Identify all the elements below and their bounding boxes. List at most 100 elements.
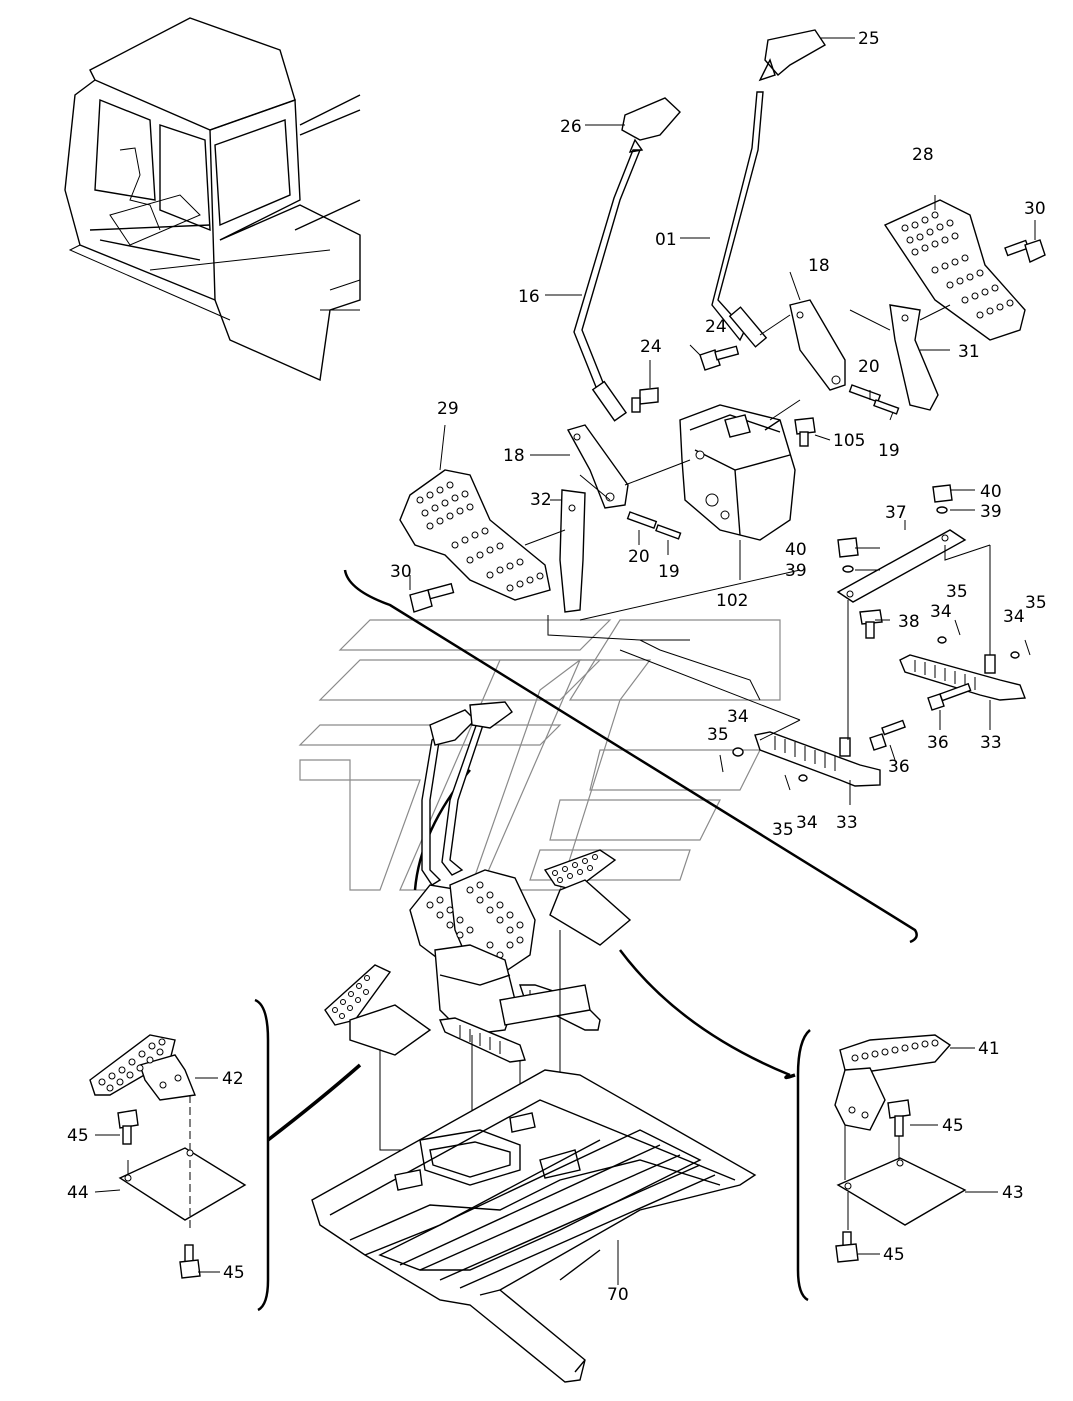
label-45-left-lower: 45 [223, 1263, 245, 1283]
bracket-32 [559, 489, 586, 613]
pins-left [626, 511, 682, 540]
bracket-18-left [566, 424, 629, 509]
label-38: 38 [898, 612, 920, 632]
label-36-right: 36 [927, 733, 949, 753]
washer-39-lower [842, 565, 854, 573]
damper-33-left [754, 731, 881, 787]
label-35-upper-left: 35 [946, 582, 968, 602]
plate-43 [836, 1125, 967, 1230]
pins-right [848, 384, 900, 415]
label-24-center: 24 [705, 317, 727, 337]
label-37: 37 [885, 503, 907, 523]
label-20-right: 20 [858, 357, 880, 377]
bolt-105 [794, 417, 816, 447]
label-30-left: 30 [390, 562, 412, 582]
label-39-lower: 39 [785, 561, 807, 581]
bracket-31 [889, 304, 939, 411]
bracket-18-right [789, 299, 846, 391]
label-32: 32 [530, 490, 552, 510]
label-30-right: 30 [1024, 199, 1046, 219]
pedal-29-holes [416, 481, 544, 592]
label-39-upper: 39 [980, 502, 1002, 522]
lever-01 [711, 91, 768, 348]
label-31: 31 [958, 342, 980, 362]
label-34-upper-right: 34 [1003, 607, 1025, 627]
pedal-42 [89, 1034, 196, 1101]
leader-lines-upper [409, 37, 1036, 805]
label-45-right-upper: 45 [942, 1116, 964, 1136]
label-35-mid: 35 [707, 725, 729, 745]
small-pedal-right-holes [552, 854, 598, 883]
label-18-left: 18 [503, 446, 525, 466]
bolt-36-right [927, 682, 972, 711]
pedal-28-holes [901, 211, 1014, 319]
part-labels: 25 26 28 30 01 18 16 24 31 24 20 29 105 … [67, 29, 1047, 1305]
bolt-24-left [631, 387, 659, 413]
label-35-upper-right: 35 [1025, 593, 1047, 613]
detail-right-bracket [784, 1029, 811, 1302]
label-36-left: 36 [888, 757, 910, 777]
small-pedal-left-holes [332, 975, 370, 1019]
bolt-45-left-upper [117, 1109, 139, 1145]
label-33-left: 33 [836, 813, 858, 833]
label-24-left: 24 [640, 337, 662, 357]
watermark-logo [298, 619, 781, 891]
pedal-28 [883, 199, 1026, 341]
label-35-lower: 35 [772, 820, 794, 840]
bolt-45-right-lower [835, 1231, 859, 1263]
washers-pins-34-35 [719, 619, 1031, 791]
label-43: 43 [1002, 1183, 1024, 1203]
bolt-30-right [1004, 239, 1046, 263]
bolt-45-right-upper [887, 1099, 911, 1160]
label-26: 26 [560, 117, 582, 137]
bolt-36-left [869, 719, 906, 751]
nut-40-upper [932, 484, 953, 503]
plate-37 [836, 529, 967, 603]
label-18-right: 18 [808, 256, 830, 276]
label-16: 16 [518, 287, 540, 307]
label-19-left: 19 [658, 562, 680, 582]
assembled-pedal-holes [426, 881, 524, 959]
label-40-upper: 40 [980, 482, 1002, 502]
bolt-24-center [699, 345, 740, 371]
label-34-upper-left: 34 [930, 602, 952, 622]
cab-inset-illustration [64, 17, 361, 382]
pedal-42-holes [98, 1038, 166, 1092]
pedal-29 [399, 469, 551, 601]
damper-33-right [899, 654, 1026, 701]
label-34-mid: 34 [727, 707, 749, 727]
bolt-38 [859, 609, 883, 639]
label-45-left-upper: 45 [67, 1126, 89, 1146]
washer-39-upper [936, 506, 948, 514]
label-20-left: 20 [628, 547, 650, 567]
label-25: 25 [858, 29, 880, 49]
label-40-lower: 40 [785, 540, 807, 560]
bolt-45-left-lower [179, 1244, 201, 1279]
knob-26 [621, 97, 681, 153]
pedal-41 [834, 1034, 952, 1131]
label-34-lower: 34 [796, 813, 818, 833]
nut-40-lower [837, 537, 859, 558]
knob-25 [758, 29, 826, 82]
label-102: 102 [716, 591, 748, 611]
label-42: 42 [222, 1069, 244, 1089]
assembled-control-unit [324, 701, 632, 1063]
leader-lines-right [617, 1047, 998, 1285]
leader-lines-left [94, 1077, 220, 1273]
floor-plate-70 [311, 1069, 757, 1383]
lever-16 [573, 149, 642, 422]
label-29: 29 [437, 399, 459, 419]
label-01: 01 [655, 230, 677, 250]
label-105: 105 [833, 431, 865, 451]
divider-curves [343, 569, 918, 1077]
label-45-right-lower: 45 [883, 1245, 905, 1265]
label-70: 70 [607, 1285, 629, 1305]
label-33-right: 33 [980, 733, 1002, 753]
bolt-30-left [409, 582, 455, 613]
label-19-right: 19 [878, 441, 900, 461]
pilot-valve-102 [679, 404, 796, 541]
pedal-41-holes [851, 1039, 939, 1062]
detail-left-bracket [254, 998, 362, 1312]
